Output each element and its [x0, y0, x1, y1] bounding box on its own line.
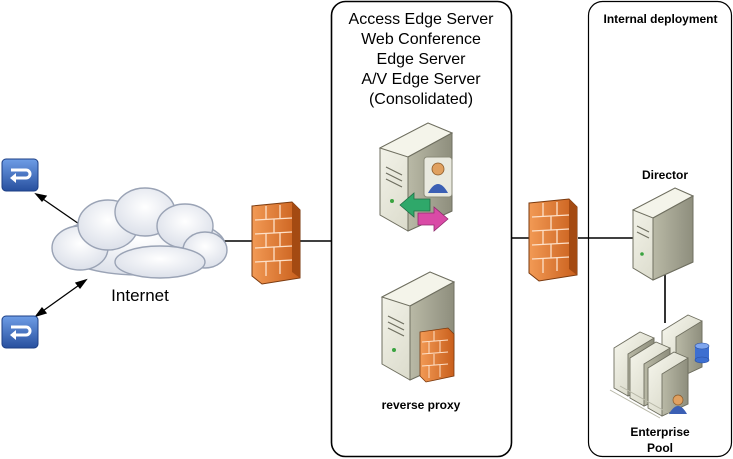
- enterprise-pool-icon: [609, 314, 710, 419]
- edge-title-line: A/V Edge Server: [361, 71, 481, 88]
- director-label: Director: [641, 168, 688, 182]
- internet-label: Internet: [111, 286, 169, 305]
- communicator-client-icon[interactable]: [1, 315, 39, 349]
- director-server-icon: [631, 187, 695, 281]
- reverse-proxy-server-icon: [380, 271, 456, 383]
- reverse-proxy-label: reverse proxy: [381, 398, 461, 412]
- edge-servers-box: [330, 0, 513, 458]
- communicator-client-icon[interactable]: [1, 158, 39, 192]
- internet-cloud-icon: [51, 187, 228, 279]
- edge-server-icon: [378, 122, 454, 232]
- pool-label-line: Pool: [647, 441, 673, 455]
- pool-label-line: Enterprise: [630, 425, 690, 439]
- firewall-icon: [528, 198, 578, 282]
- firewall-icon: [251, 201, 301, 285]
- enterprise-pool-label: Enterprise Pool: [610, 424, 710, 456]
- edge-servers-title: Access Edge Server Web Conference Edge S…: [331, 10, 511, 110]
- client-cloud-arrow-bottom: [34, 278, 88, 318]
- internal-deployment-title: Internal deployment: [603, 12, 718, 26]
- edge-title-line: Access Edge Server: [348, 11, 494, 28]
- internal-deployment-box: [587, 0, 733, 458]
- edge-title-line: (Consolidated): [368, 91, 474, 108]
- edge-title-line: Web Conference: [361, 31, 481, 48]
- user-icon: [669, 394, 687, 414]
- database-icon: [694, 342, 710, 364]
- edge-title-line: Edge Server: [376, 51, 466, 68]
